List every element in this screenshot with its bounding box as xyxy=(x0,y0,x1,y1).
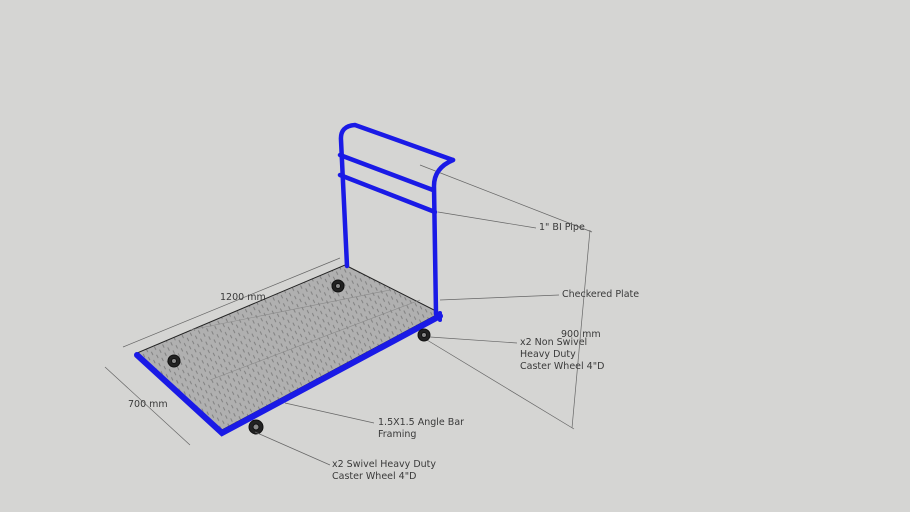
angle-bar-label: 1.5X1.5 Angle Bar Framing xyxy=(378,417,464,441)
non-swivel-label: x2 Non Swivel Heavy Duty Caster Wheel 4"… xyxy=(520,337,604,373)
width-dimension: 700 mm xyxy=(128,399,168,410)
label-line: Heavy Duty xyxy=(520,349,576,360)
label-line: x2 Non Swivel xyxy=(520,337,588,348)
caster-wheels xyxy=(167,279,431,435)
label-line: Caster Wheel 4"D xyxy=(332,471,417,482)
platform-plate xyxy=(136,264,442,431)
label-line: x2 Swivel Heavy Duty xyxy=(332,459,437,470)
height-dimension: 900 mm xyxy=(561,329,601,340)
plate-label: Checkered Plate xyxy=(562,289,640,300)
swivel-label: x2 Swivel Heavy Duty Caster Wheel 4"D xyxy=(332,459,436,483)
leader-lines xyxy=(254,211,560,466)
handle-pipe xyxy=(337,122,456,317)
dimension-lines xyxy=(104,164,593,446)
angle-bar-frame xyxy=(134,311,443,437)
length-dimension: 1200 mm xyxy=(220,292,266,303)
pipe-label: 1" BI Pipe xyxy=(539,222,585,233)
label-line: Caster Wheel 4"D xyxy=(520,361,605,372)
label-line: Framing xyxy=(378,429,417,440)
label-line: 1.5X1.5 Angle Bar xyxy=(378,417,465,428)
